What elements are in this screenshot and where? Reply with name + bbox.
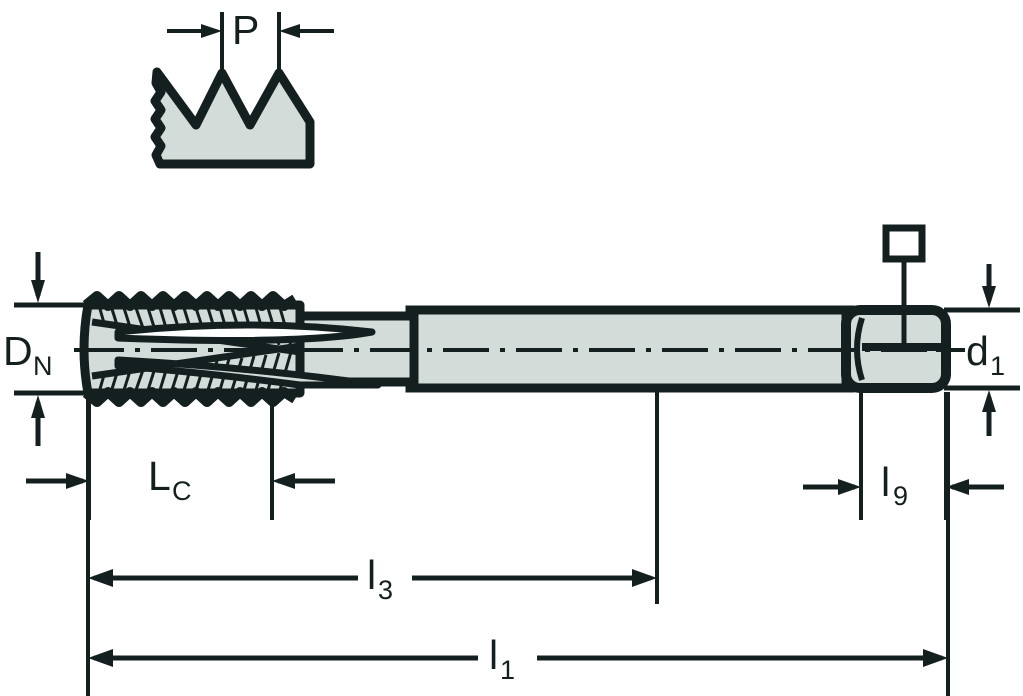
l3-arrowhead-right — [632, 569, 657, 587]
lc-label-subscript: C — [172, 476, 192, 506]
d1-label-main: d — [966, 328, 989, 374]
pitch-arrowhead-left — [201, 24, 222, 38]
dimension-shank-diameter-group: d 1 — [936, 264, 1020, 436]
d1-arrowhead-bottom — [982, 390, 996, 412]
spiral-point-flute-lower — [114, 356, 382, 389]
dn-arrowhead-top — [31, 280, 45, 303]
d1-arrowhead-top — [982, 286, 996, 308]
dimension-square-length-group: l 9 — [803, 392, 1004, 520]
dn-label-main: D — [3, 328, 33, 374]
dn-arrowhead-bottom — [31, 395, 45, 418]
thread-crests-top — [82, 291, 298, 311]
thread-profile-shape — [150, 67, 315, 169]
dimension-nominal-diameter-group: D N — [3, 252, 96, 446]
thread-pitch-detail-view: P — [150, 7, 334, 169]
l1-arrowhead-left — [88, 649, 113, 667]
l3-arrowhead-left — [88, 569, 113, 587]
l3-label-main: l — [367, 552, 376, 598]
lc-arrowhead-right — [272, 473, 295, 489]
dimension-thread-length-group: l 3 — [86, 392, 659, 696]
l3-label-subscript: 3 — [378, 575, 393, 605]
dimension-chamfer-length-group: L C — [26, 397, 335, 520]
l1-arrowhead-right — [923, 649, 948, 667]
d1-label-subscript: 1 — [990, 351, 1005, 381]
dimension-overall-length-group: l 1 — [88, 392, 950, 696]
pitch-label: P — [232, 7, 259, 53]
square-drive-flat-left — [854, 317, 865, 381]
l9-label-main: l — [881, 459, 890, 505]
tap-body-group — [78, 291, 965, 407]
square-drive-symbol-group — [882, 224, 926, 350]
l1-label-subscript: 1 — [500, 655, 515, 685]
square-drive-symbol — [882, 224, 926, 263]
pitch-arrowhead-right — [279, 24, 300, 38]
l9-arrowhead-left — [838, 479, 861, 495]
l9-label-subscript: 9 — [893, 481, 908, 511]
l1-label-main: l — [489, 632, 498, 678]
lc-label-main: L — [148, 453, 171, 499]
lc-arrowhead-left — [66, 473, 89, 489]
dn-label-subscript: N — [33, 351, 53, 381]
l9-arrowhead-right — [946, 479, 969, 495]
thread-crests-bottom — [82, 387, 298, 407]
spiral-point-flute-upper — [114, 321, 376, 344]
